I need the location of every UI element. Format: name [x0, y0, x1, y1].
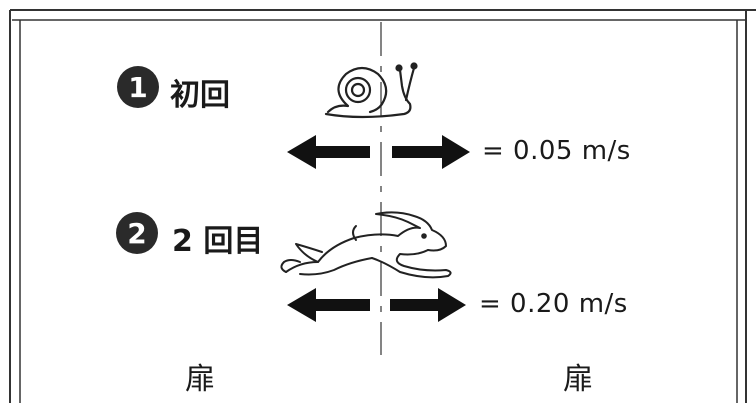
step-2-speed: = 0.20 m/s [479, 289, 628, 319]
step-2-arrows [287, 288, 466, 322]
arrow-right-1 [392, 135, 470, 169]
step-1-label: 初回 [170, 78, 230, 113]
step-2-badge: 2 [116, 212, 158, 254]
step-1-arrows [287, 135, 470, 169]
svg-text:2: 2 [127, 217, 146, 250]
door-left-label: 扉 [185, 362, 215, 397]
snail-icon [324, 62, 418, 119]
step-1-speed: = 0.05 m/s [482, 136, 631, 166]
step-1-badge: 1 [117, 66, 159, 108]
rabbit-icon [280, 211, 452, 279]
svg-text:1: 1 [128, 71, 147, 104]
door-right-label: 扉 [563, 362, 593, 397]
arrow-left-2 [287, 288, 370, 322]
step-2-label: 2 回目 [172, 224, 264, 259]
door-frame [9, 9, 756, 403]
arrow-right-2 [390, 288, 466, 322]
arrow-left-1 [287, 135, 370, 169]
